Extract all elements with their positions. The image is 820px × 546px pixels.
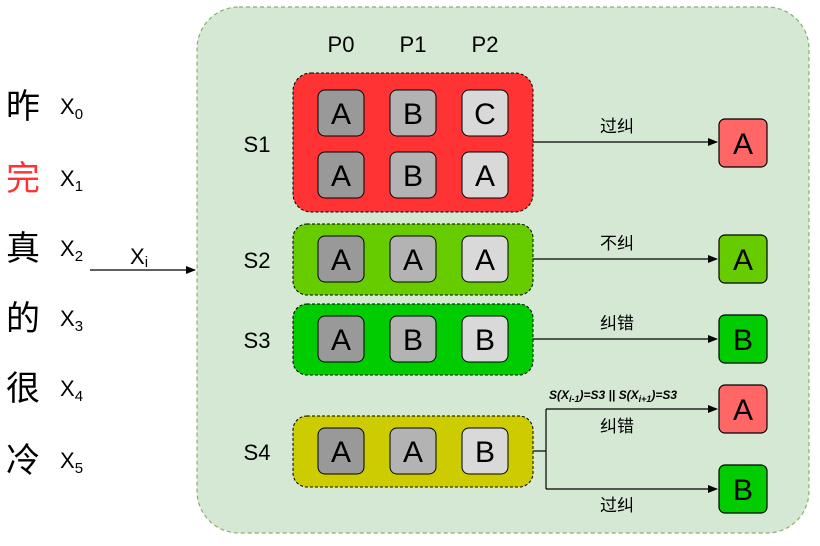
cell-s1-r0-p2 (461, 89, 509, 137)
cell-s2-p0 (317, 235, 365, 283)
cell-s1-r1-p1 (389, 151, 437, 199)
variable-column: X0 X1 X2 X3 X4 X5 (60, 94, 83, 477)
char-5: 冷 (6, 441, 40, 481)
cell-s3-p0-text: A (331, 324, 351, 357)
var-x1: X1 (60, 166, 83, 195)
char-2: 真 (6, 229, 40, 269)
cell-s4-p2-text: B (475, 436, 495, 469)
output-text-s3: B (733, 324, 753, 357)
input-arrow: Xi (90, 244, 196, 274)
cell-s4-p1 (389, 427, 437, 475)
cell-s2-p0-text: A (331, 244, 351, 277)
var-x0: X0 (60, 94, 83, 123)
output-box-s2 (718, 234, 768, 284)
output-box-s4-upper (718, 384, 768, 434)
cell-s1-r1-p2-text: A (475, 160, 495, 193)
char-0: 昨 (6, 87, 40, 127)
output-box-s1 (718, 118, 768, 168)
column-header-p1: P1 (400, 32, 427, 57)
cell-s1-r0-p0-text: A (331, 98, 351, 131)
state-label-s1: S1 (244, 132, 271, 157)
var-x4: X4 (60, 376, 83, 405)
state-label-s4: S4 (244, 440, 271, 465)
cell-s3-p1-text: B (403, 324, 423, 357)
edge-s4-condition: S(Xi-1)=S3 || S(Xi+1)=S3 (549, 388, 677, 404)
input-arrow-label: Xi (130, 244, 148, 271)
state-group-s1: A B C A B A (292, 72, 534, 213)
edge-label-s2: 不纠 (600, 234, 634, 254)
cell-s1-r0-p2-text: C (474, 98, 496, 131)
cell-s1-r1-p0-text: A (331, 160, 351, 193)
char-1: 完 (6, 159, 40, 199)
output-text-s2: A (733, 244, 753, 277)
cell-s3-p2 (461, 315, 509, 363)
cell-s1-r0-p0 (317, 89, 365, 137)
char-4: 很 (6, 369, 40, 409)
output-text-s4-upper: A (733, 394, 753, 427)
output-text-s4-lower: B (733, 474, 753, 507)
sentence-column: 昨 完 真 的 很 冷 (6, 87, 40, 481)
column-header-p2: P2 (472, 32, 499, 57)
column-header-p0: P0 (328, 32, 355, 57)
cell-s4-p0 (317, 427, 365, 475)
cell-s2-p1-text: A (403, 244, 423, 277)
state-group-s3: A B B (292, 303, 534, 376)
cell-s1-r1-p2 (461, 151, 509, 199)
edge-s4-branch (533, 405, 718, 493)
var-x3: X3 (60, 306, 83, 335)
output-box-s4-lower (718, 464, 768, 514)
cell-s4-p2 (461, 427, 509, 475)
state-group-s4: A A B (292, 415, 534, 488)
edge-label-s4-upper: 纠错 (600, 417, 634, 437)
cell-s4-p0-text: A (331, 436, 351, 469)
cell-s4-p1-text: A (403, 436, 423, 469)
cell-s2-p2 (461, 235, 509, 283)
cell-s2-p1 (389, 235, 437, 283)
edge-label-s1: 过纠 (600, 117, 634, 137)
cell-s3-p1 (389, 315, 437, 363)
var-x2: X2 (60, 236, 83, 265)
output-text-s1: A (733, 128, 753, 161)
cell-s3-p0 (317, 315, 365, 363)
cell-s1-r0-p1-text: B (403, 98, 423, 131)
cell-s1-r1-p1-text: B (403, 160, 423, 193)
cell-s2-p2-text: A (475, 244, 495, 277)
state-group-s2: A A A (292, 223, 534, 296)
state-label-s2: S2 (244, 248, 271, 273)
var-x5: X5 (60, 448, 83, 477)
state-label-s3: S3 (244, 328, 271, 353)
cell-s1-r1-p0 (317, 151, 365, 199)
edge-label-s4-lower: 过纠 (600, 496, 634, 516)
cell-s1-r0-p1 (389, 89, 437, 137)
edge-label-s3: 纠错 (600, 314, 634, 334)
output-box-s3 (718, 314, 768, 364)
cell-s3-p2-text: B (475, 324, 495, 357)
char-3: 的 (6, 299, 40, 339)
